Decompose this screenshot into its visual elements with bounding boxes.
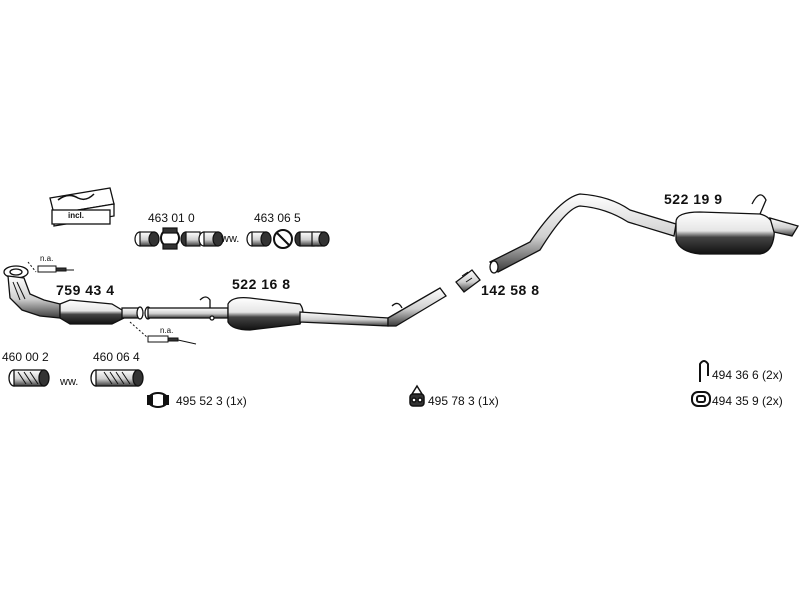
part-number-hanger-b: 494 35 9 (2x) — [712, 394, 783, 408]
hanger-hook-icon — [699, 360, 709, 382]
part-number-middle-silencer: 522 16 8 — [232, 276, 291, 292]
part-number-clamp-b: 463 06 5 — [254, 211, 301, 225]
clamp-a-ww-label: ww. — [221, 233, 240, 245]
part-number-front-pipe-alt: 460 06 4 — [93, 350, 140, 364]
lambda-sensor-lower-icon — [129, 321, 197, 345]
part-number-hanger-a: 494 36 6 (2x) — [712, 368, 783, 382]
part-number-catalyst: 759 43 4 — [56, 282, 115, 298]
clamp-set-b-icon — [246, 229, 330, 249]
connector-sleeve-icon — [455, 269, 481, 293]
clamp-set-a-icon — [134, 227, 224, 250]
rubber-ring-icon — [691, 391, 711, 407]
sensor-na-upper-label: n.a. — [40, 254, 54, 263]
sensor-na-lower-label: n.a. — [160, 326, 174, 335]
kit-included-label: incl. — [68, 211, 85, 220]
kit-box-icon — [49, 187, 115, 227]
clamp-ring-icon — [147, 392, 169, 408]
part-number-clamp-c: 495 52 3 (1x) — [176, 394, 247, 408]
flex-pipe-icon — [8, 369, 50, 387]
part-number-clamp-a: 463 01 0 — [148, 211, 195, 225]
part-number-front-pipe: 460 00 2 — [2, 350, 49, 364]
catalyst-assembly — [3, 265, 144, 325]
flex-pipe-alt-icon — [90, 369, 144, 387]
rubber-mount-icon — [409, 384, 425, 407]
part-number-mount-a: 495 78 3 (1x) — [428, 394, 499, 408]
part-number-rear-silencer: 522 19 9 — [664, 191, 723, 207]
lambda-sensor-upper-icon — [27, 261, 74, 273]
part-number-connector: 142 58 8 — [481, 282, 540, 298]
rear-silencer-assembly — [488, 193, 799, 274]
middle-silencer-assembly — [144, 287, 447, 331]
front-pipe-ww-label: ww. — [60, 376, 79, 388]
